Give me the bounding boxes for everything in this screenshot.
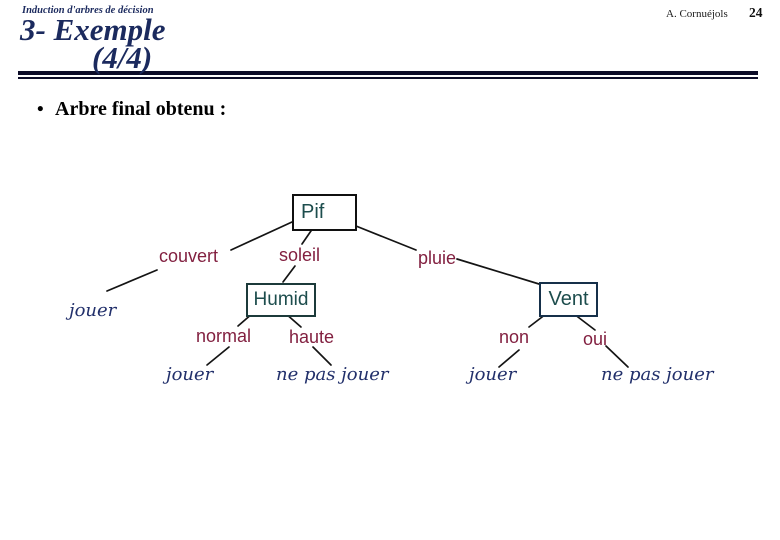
leaf-label-jouer-non: jouer — [469, 364, 517, 385]
branch-label-oui: oui — [583, 329, 608, 349]
branch-line-couvert-leaf — [106, 269, 158, 292]
branch-line-pif-pluie — [345, 221, 417, 251]
author-name: A. Cornuéjols — [666, 8, 728, 20]
page-number: 24 — [749, 5, 763, 20]
title-separator-thick-line — [18, 71, 758, 75]
branch-line-haute-leaf — [312, 346, 332, 366]
tree-node-pif: Pif — [292, 194, 357, 231]
leaf-label-ne-pas-jouer-haute: ne pas jouer — [276, 364, 389, 385]
course-title: Induction d'arbres de décision — [22, 5, 154, 16]
slide-title-line1: 3- Exemple — [20, 12, 166, 47]
leaf-label-ne-pas-jouer-oui: ne pas jouer — [601, 364, 714, 385]
title-separator-thin-line — [18, 77, 758, 79]
tree-node-pif-label: Pif — [301, 201, 325, 223]
tree-node-humid: Humid — [246, 283, 316, 317]
branch-line-pif-couvert — [230, 221, 293, 251]
branch-line-oui-leaf — [605, 345, 629, 368]
tree-node-humid-label: Humid — [253, 289, 309, 310]
branch-label-couvert: couvert — [159, 246, 219, 266]
leaf-label-jouer-couvert: jouer — [69, 300, 117, 321]
slide-title-line2: (4/4) — [92, 40, 153, 75]
branch-label-soleil: soleil — [279, 245, 321, 265]
branch-label-haute: haute — [289, 327, 335, 347]
branch-line-non-leaf — [498, 349, 520, 368]
tree-node-vent: Vent — [539, 282, 598, 317]
branch-line-normal-leaf — [206, 346, 230, 366]
leaf-label-jouer-normal: jouer — [166, 364, 214, 385]
branch-line-soleil-humid — [282, 265, 296, 283]
branch-label-normal: normal — [196, 326, 252, 346]
bullet-text: Arbre final obtenu : — [55, 98, 227, 120]
branch-line-pluie-vent — [456, 258, 540, 285]
tree-node-vent-label: Vent — [548, 288, 589, 310]
branch-label-pluie: pluie — [418, 248, 457, 268]
branch-label-non: non — [499, 327, 530, 347]
bullet-marker: • — [37, 99, 44, 120]
